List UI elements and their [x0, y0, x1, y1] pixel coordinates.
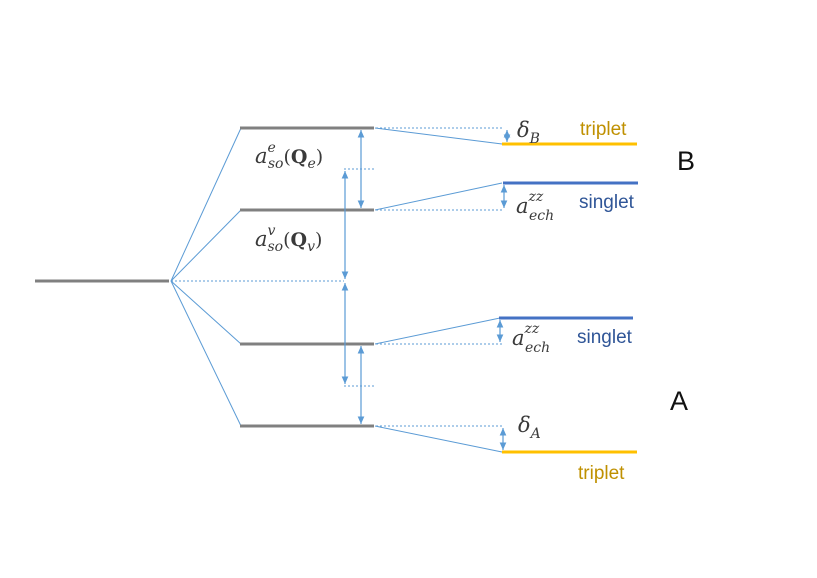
triplet-label-top: triplet [580, 119, 627, 140]
fan-connector-3 [170, 280, 242, 345]
fan-connector-1 [170, 127, 242, 282]
spin-orbit-levels [240, 126, 374, 428]
exchange-lower-subscript: ech [525, 340, 550, 356]
fan-connector-4 [170, 280, 242, 427]
splitting-arrows [341, 130, 511, 450]
exchange-upper-subscript: ech [529, 208, 554, 224]
connector-triplet-a [374, 425, 503, 453]
delta-a-symbol: δA [518, 413, 541, 442]
connector-singlet-upper [374, 182, 503, 211]
connector-triplet-b [374, 127, 503, 145]
exchange-upper-symbol: azz [516, 189, 544, 218]
delta-b-symbol: δB [517, 118, 540, 147]
fan-connector-2 [170, 209, 242, 282]
state-connectors [374, 127, 503, 453]
connector-singlet-lower [374, 317, 501, 345]
fan-connectors [170, 127, 242, 427]
singlet-label-upper: singlet [579, 192, 635, 213]
group-label-b: B [677, 146, 695, 176]
triplet-label-bottom: triplet [578, 463, 625, 484]
exchange-lower-symbol: azz [512, 321, 540, 350]
group-label-a: A [670, 386, 688, 416]
singlet-label-lower: singlet [577, 327, 633, 348]
